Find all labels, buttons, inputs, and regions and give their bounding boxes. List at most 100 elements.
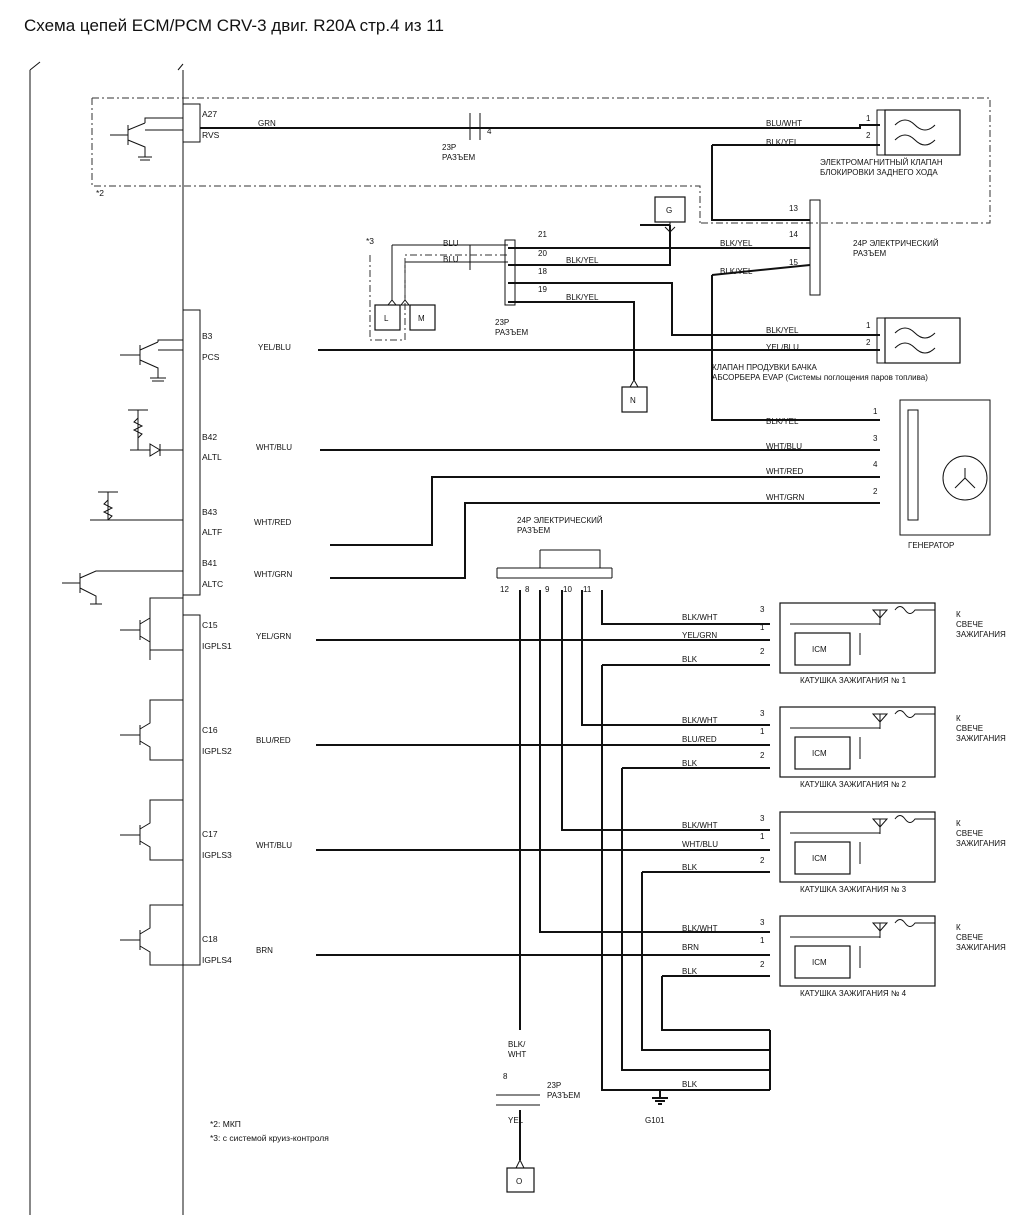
pin9: 9 [545,585,550,594]
pin4-label: 4 [487,127,492,136]
coil2-sig: BLU/RED [682,735,717,744]
wire-label-b43: WHT/RED [254,518,292,527]
coil3-blk-wht: BLK/WHT [682,821,718,830]
c1-spark1: СВЕЧЕ [956,620,983,629]
c4-pin1: 1 [760,936,765,945]
c2-pin1: 1 [760,727,765,736]
pin18: 18 [538,267,547,276]
pin-B43-name: ALTF [202,527,222,537]
pin-C16-name: IGPLS2 [202,746,232,756]
ecm-pin-labels: A27 RVS B3 PCS B42 ALTL B43 ALTF B41 ALT… [202,109,232,965]
wire-labels: GRN 4 23P РАЗЪЕМ BLU/WHT BLK/YEL BLU BLU… [254,119,939,1125]
c4-to: К [956,923,961,932]
pv-pin2: 2 [866,338,871,347]
wire-label-c16: BLU/RED [256,736,291,745]
wire-label-blk-yel-purge: BLK/YEL [766,326,799,335]
gen-pin2: 2 [873,487,878,496]
reference-boxes: G L M N O [374,196,686,1193]
pin-C15-name: IGPLS1 [202,641,232,651]
wire-label-b42: WHT/BLU [256,443,292,452]
pin-B3-name: PCS [202,352,220,362]
c3-pin3: 3 [760,814,765,823]
c2-spark1: СВЕЧЕ [956,724,983,733]
coil2-label: КАТУШКА ЗАЖИГАНИЯ № 2 [800,780,907,789]
pin12: 12 [500,585,509,594]
ref-L: L [384,314,389,323]
pin-B3-id: B3 [202,331,213,341]
ground-blk: BLK [682,1080,698,1089]
ignition-coil-1: ICM 3 1 2 К СВЕЧЕ ЗАЖИГАНИЯ КАТУШКА ЗАЖИ… [760,602,1006,685]
generator: 1 3 4 2 ГЕНЕРАТОР [873,399,991,550]
coil4-blk: BLK [682,967,698,976]
coil4-sig: BRN [682,943,699,952]
note-star3-label: *3 [366,236,374,246]
coil3-label: КАТУШКА ЗАЖИГАНИЯ № 3 [800,885,907,894]
gen-pin3: 3 [873,434,878,443]
coil1-blk-wht: BLK/WHT [682,613,718,622]
pin-B41-name: ALTC [202,579,223,589]
c4-spark2: ЗАЖИГАНИЯ [956,943,1006,952]
pv-pin1: 1 [866,321,871,330]
coil2-blk-wht: BLK/WHT [682,716,718,725]
ref-N: N [630,396,636,405]
wire-label-b41: WHT/GRN [254,570,292,579]
ignition-coil-2: ICM 3 1 2 К СВЕЧЕ ЗАЖИГАНИЯ КАТУШКА ЗАЖИ… [760,706,1006,789]
gen-pin1: 1 [873,407,878,416]
pv-label-1: КЛАПАН ПРОДУВКИ БАЧКА [712,363,818,372]
coil4-label: КАТУШКА ЗАЖИГАНИЯ № 4 [800,989,907,998]
c2-spark2: ЗАЖИГАНИЯ [956,734,1006,743]
pin-B41-id: B41 [202,558,217,568]
rv-label-2: БЛОКИРОВКИ ЗАДНЕГО ХОДА [820,168,938,177]
pin10: 10 [563,585,572,594]
pin-B43-id: B43 [202,507,217,517]
pin15: 15 [789,258,798,267]
wire-label-blk-yel-15: BLK/YEL [720,267,753,276]
c24p-right-connector [809,199,821,296]
coil2-blk: BLK [682,759,698,768]
rv-label-1: ЭЛЕКТРОМАГНИТНЫЙ КЛАПАН [820,158,943,167]
c4-pin3: 3 [760,918,765,927]
page-title: Схема цепей ECM/PCM CRV-3 двиг. R20A стр… [24,16,444,35]
c1-pin3: 3 [760,605,765,614]
pin19: 19 [538,285,547,294]
pin-C18-id: C18 [202,934,218,944]
razem-label-top: РАЗЪЕМ [442,153,476,162]
c3-spark2: ЗАЖИГАНИЯ [956,839,1006,848]
pin-A27-name: RVS [202,130,220,140]
ref-M: M [418,314,425,323]
pv-label-2: АБСОРБЕРА EVAP (Системы поглощения паров… [712,373,928,382]
pin8-23p: 8 [503,1072,508,1081]
ignition-coil-4: ICM 3 1 2 К СВЕЧЕ ЗАЖИГАНИЯ КАТУШКА ЗАЖИ… [760,915,1006,998]
note-star2-label: *2 [96,188,104,198]
c23p-label-top: 23P [442,143,456,152]
pin-B42-name: ALTL [202,452,222,462]
icm-3: ICM [812,854,827,863]
wire-label-blk-yel-20: BLK/YEL [566,256,599,265]
c2-pin3: 3 [760,709,765,718]
pin20: 20 [538,249,547,258]
wire-label-yel-blu-purge: YEL/BLU [766,343,799,352]
c3-pin1: 1 [760,832,765,841]
wire-label-gen-wht-grn: WHT/GRN [766,493,804,502]
footnote-2: *2: МКП [210,1119,241,1129]
pin-C18-name: IGPLS4 [202,955,232,965]
razem-label-mid: РАЗЪЕМ [495,328,529,337]
c3-pin2: 2 [760,856,765,865]
wire-label-a27: GRN [258,119,276,128]
wire-label-yel: YEL [508,1116,524,1125]
ref-G: G [666,206,672,215]
icm-2: ICM [812,749,827,758]
c24p-label-mid: 24P ЭЛЕКТРИЧЕСКИЙ [517,516,603,525]
pin21: 21 [538,230,547,239]
wire-label-c18: BRN [256,946,273,955]
icm-4: ICM [812,958,827,967]
c1-pin1: 1 [760,623,765,632]
wires [200,113,880,1160]
wire-label-wht: WHT [508,1050,526,1059]
pin-C16-id: C16 [202,725,218,735]
c3-to: К [956,819,961,828]
pin-B42-id: B42 [202,432,217,442]
pin11: 11 [583,585,592,594]
wire-label-blk-yel-top: BLK/YEL [766,138,799,147]
